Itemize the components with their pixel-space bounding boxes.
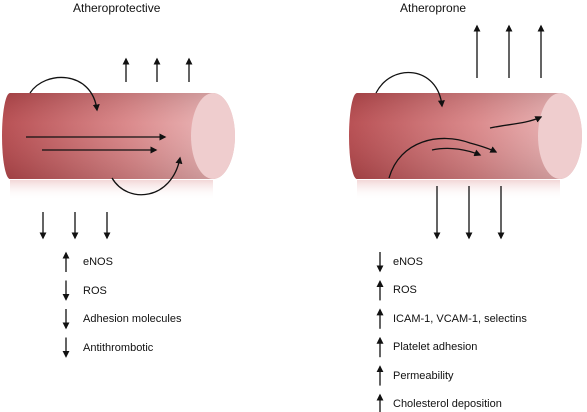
right-effect-label: ICAM-1, VCAM-1, selectins bbox=[393, 312, 527, 325]
vessel-left bbox=[2, 93, 235, 200]
right-effect-label: Permeability bbox=[393, 369, 454, 382]
right-turbulent-arrow-3 bbox=[431, 147, 482, 157]
vessel-left-reflection bbox=[10, 180, 213, 200]
left-curved-arrow-top bbox=[29, 76, 100, 112]
left-effect-label: eNOS bbox=[83, 256, 113, 268]
vessel-right bbox=[349, 93, 582, 200]
vessel-left-opening bbox=[191, 93, 235, 179]
left-flow-arrows bbox=[26, 76, 183, 196]
left-curved-arrow-bottom bbox=[111, 156, 183, 196]
right-turbulent-arrow-2 bbox=[388, 137, 498, 179]
left-effect-label: ROS bbox=[83, 284, 107, 297]
right-turbulent-arrow-1 bbox=[489, 116, 543, 129]
effect-indicator-arrows bbox=[62, 251, 384, 412]
right-curved-arrow-top bbox=[375, 71, 445, 108]
right-effect-label: ROS bbox=[393, 284, 417, 297]
left-effect-label: Adhesion molecules bbox=[83, 313, 182, 325]
left-effect-label: Antithrombotic bbox=[83, 341, 154, 354]
vessel-right-reflection bbox=[357, 180, 560, 200]
right-effect-label: eNOS bbox=[393, 256, 423, 268]
vessel-right-opening bbox=[538, 93, 582, 179]
vessel-right-shading bbox=[349, 93, 582, 179]
left-wall-arrows bbox=[39, 57, 193, 240]
right-effect-label: Cholesterol deposition bbox=[393, 398, 502, 410]
right-effect-label: Platelet adhesion bbox=[393, 341, 478, 354]
right-wall-arrows bbox=[433, 24, 545, 240]
right-flow-arrows bbox=[375, 71, 543, 179]
atheroprone-title: Atheroprone bbox=[400, 1, 467, 15]
atheroprotective-title: Atheroprotective bbox=[73, 1, 161, 15]
